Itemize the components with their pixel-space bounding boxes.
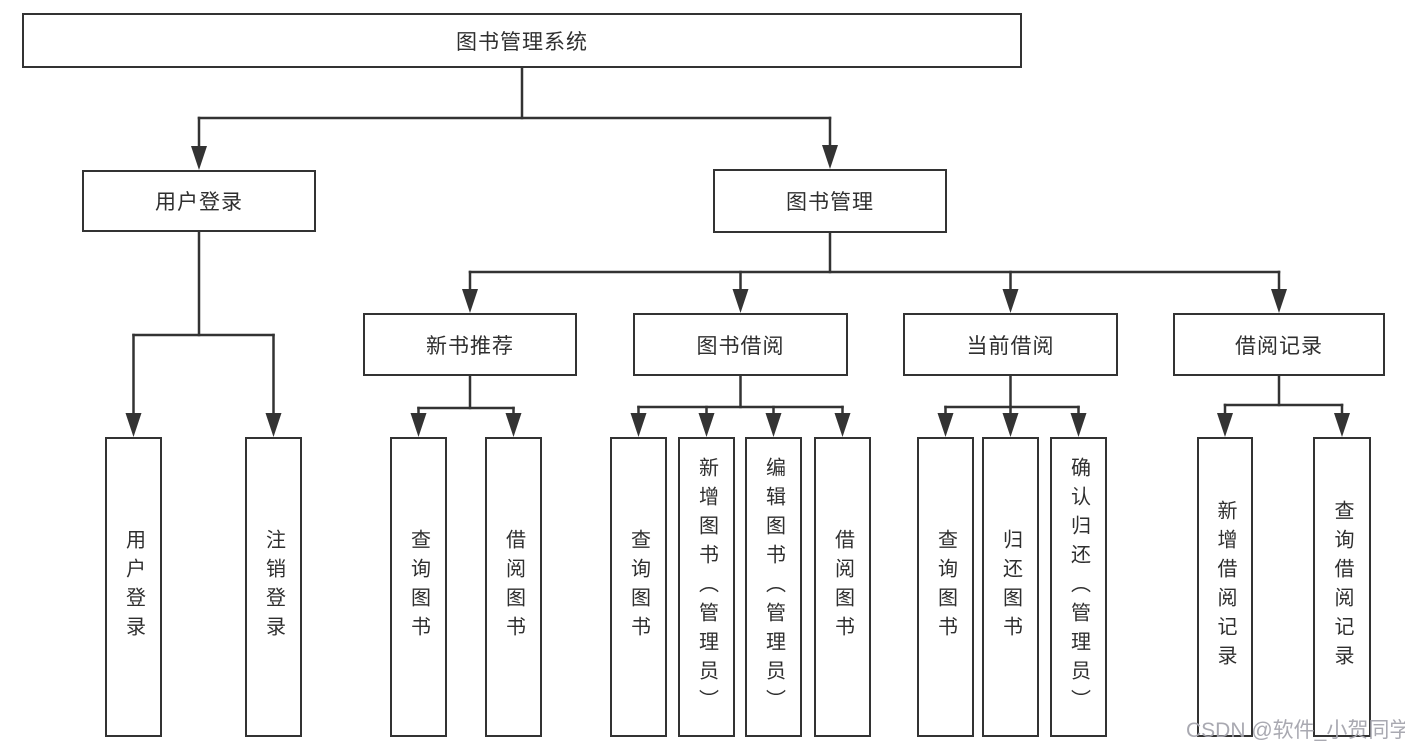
leaf-return-books: 归还图书 xyxy=(982,437,1039,737)
leaf-label: 用户登录 xyxy=(122,529,145,645)
leaf-user-login: 用户登录 xyxy=(105,437,162,737)
leaf-label: 注销登录 xyxy=(262,529,285,645)
leaf-query-books: 查询图书 xyxy=(390,437,447,737)
node-label: 借阅记录 xyxy=(1235,334,1323,358)
arrowheads xyxy=(125,145,1350,437)
leaf-label: 新增图书（管理员） xyxy=(695,456,718,718)
leaf-add-books-admin: 新增图书（管理员） xyxy=(678,437,735,737)
leaf-label: 编辑图书（管理员） xyxy=(762,456,785,718)
leaf-label: 借阅图书 xyxy=(831,529,854,645)
node-library-management-system: 图书管理系统 xyxy=(22,13,1022,68)
node-label: 图书管理 xyxy=(786,191,874,214)
leaf-query-borrow-record: 查询借阅记录 xyxy=(1313,437,1371,737)
node-borrowing-records: 借阅记录 xyxy=(1173,313,1385,376)
node-current-borrowing: 当前借阅 xyxy=(903,313,1118,376)
leaf-logout: 注销登录 xyxy=(245,437,302,737)
leaf-label: 归还图书 xyxy=(999,529,1022,645)
leaf-add-borrow-record: 新增借阅记录 xyxy=(1197,437,1253,737)
node-label: 当前借阅 xyxy=(966,334,1055,358)
node-label: 用户登录 xyxy=(155,191,243,214)
node-book-management: 图书管理 xyxy=(713,169,947,233)
leaf-query-books: 查询图书 xyxy=(610,437,667,737)
node-label: 图书管理系统 xyxy=(456,30,588,54)
leaf-label: 查询借阅记录 xyxy=(1331,500,1353,674)
leaf-label: 查询图书 xyxy=(627,529,650,645)
leaf-confirm-return-admin: 确认归还（管理员） xyxy=(1050,437,1107,737)
watermark: CSDN @软件_小贺同学 xyxy=(1186,719,1405,742)
leaf-label: 查询图书 xyxy=(934,529,957,645)
node-new-book-recommendation: 新书推荐 xyxy=(363,313,577,376)
leaf-label: 确认归还（管理员） xyxy=(1067,456,1090,718)
leaf-borrow-books: 借阅图书 xyxy=(485,437,542,737)
leaf-edit-books-admin: 编辑图书（管理员） xyxy=(745,437,802,737)
leaf-label: 新增借阅记录 xyxy=(1214,500,1236,674)
node-label: 图书借阅 xyxy=(696,334,785,358)
node-book-borrowing: 图书借阅 xyxy=(633,313,848,376)
node-user-login: 用户登录 xyxy=(82,170,316,232)
node-label: 新书推荐 xyxy=(426,334,514,358)
leaf-label: 查询图书 xyxy=(407,529,430,645)
leaf-query-books: 查询图书 xyxy=(917,437,974,737)
leaf-label: 借阅图书 xyxy=(502,529,525,645)
leaf-borrow-books: 借阅图书 xyxy=(814,437,871,737)
